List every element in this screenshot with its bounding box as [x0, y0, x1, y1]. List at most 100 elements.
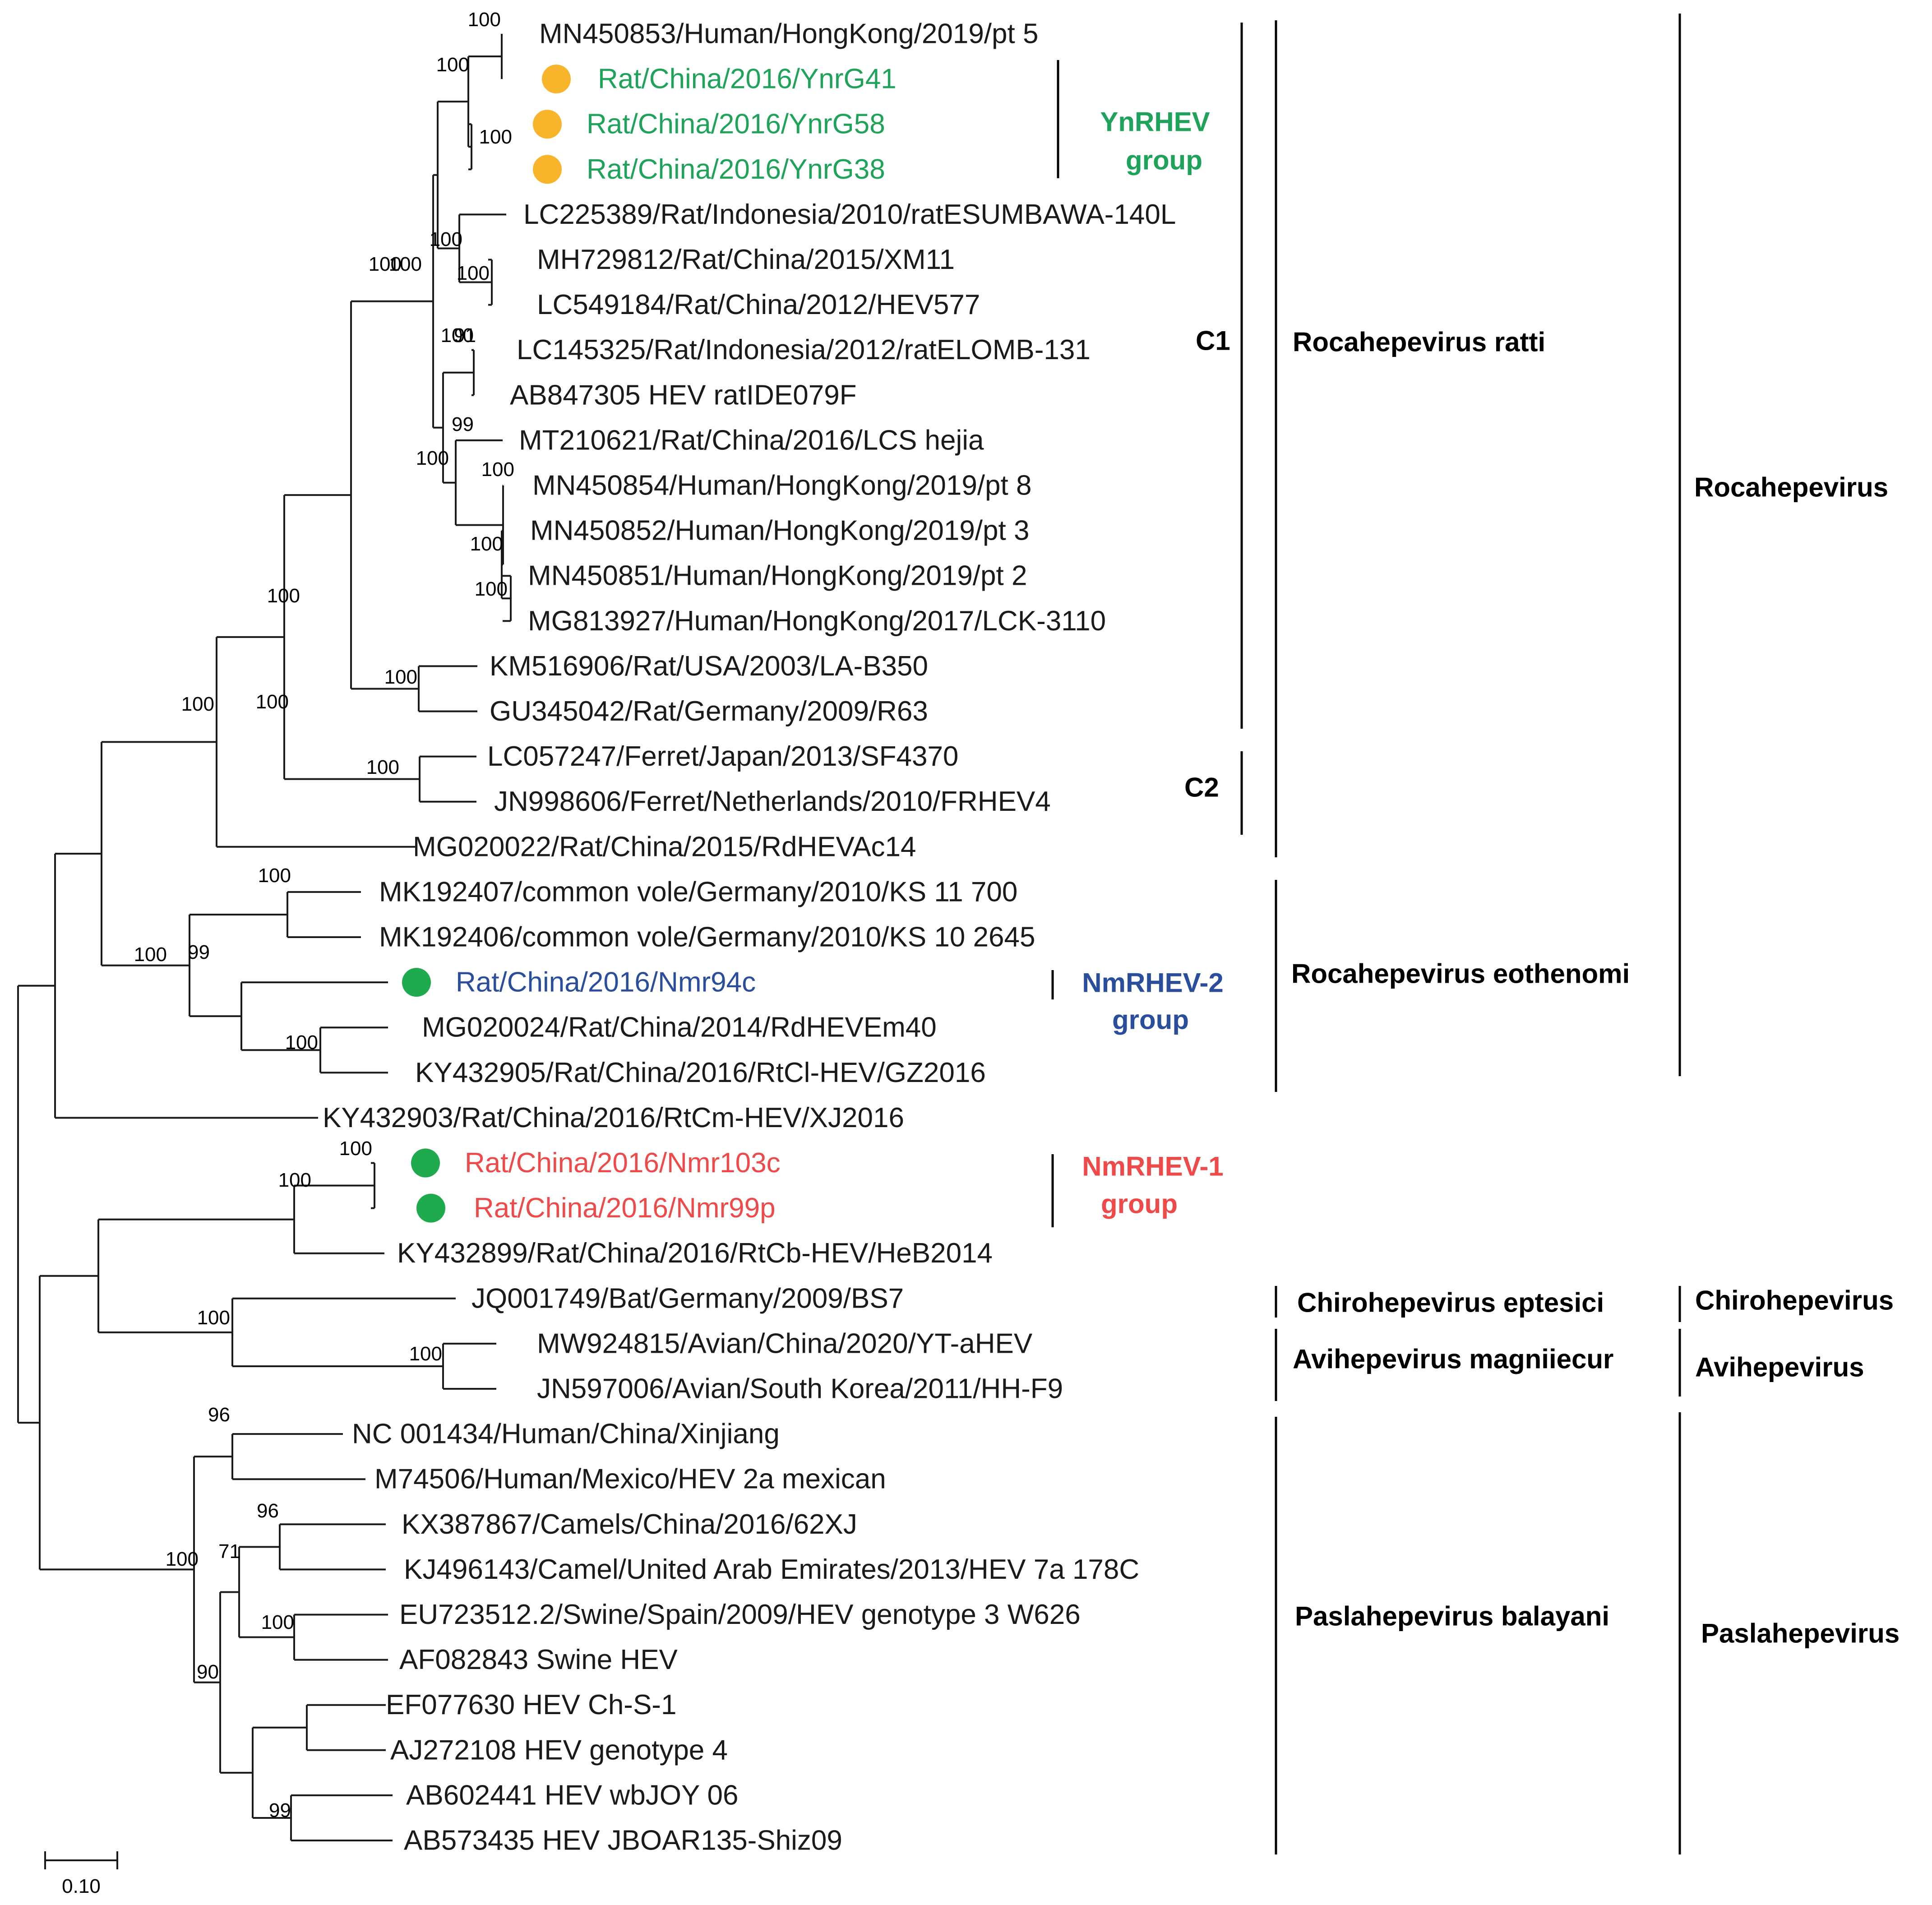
nmrhev2-group-label-1: NmRHEV-2: [1082, 968, 1223, 998]
taxon-label: MK192406/common vole/Germany/2010/KS 10 …: [379, 922, 1035, 953]
genus-avihepevirus-label: Avihepevirus: [1695, 1352, 1864, 1383]
taxon-label: MH729812/Rat/China/2015/XM11: [537, 244, 955, 275]
sample-markers: [402, 65, 571, 1223]
species-eptesici-label: Chirohepevirus eptesici: [1297, 1288, 1604, 1318]
bootstrap-value: 100: [481, 458, 514, 481]
taxon-label: AJ272108 HEV genotype 4: [390, 1734, 728, 1766]
scale-bar: 0.10: [44, 1851, 118, 1897]
bootstrap-value: 100: [441, 324, 474, 347]
bootstrap-value: 100: [278, 1169, 311, 1191]
bootstrap-value: 100: [166, 1548, 199, 1570]
bootstrap-value: 96: [208, 1404, 230, 1426]
taxon-label: MK192407/common vole/Germany/2010/KS 11 …: [379, 876, 1017, 907]
bootstrap-value: 100: [470, 533, 503, 555]
bootstrap-value: 100: [389, 253, 422, 275]
bootstrap-value: 100: [430, 228, 462, 250]
bootstrap-value: 100: [436, 54, 469, 76]
group-brackets: [1051, 14, 1681, 1854]
taxon-label: MT210621/Rat/China/2016/LCS hejia: [519, 425, 984, 456]
taxon-label: LC145325/Rat/Indonesia/2012/ratELOMB-131: [517, 334, 1091, 365]
taxon-label: KY432905/Rat/China/2016/RtCl-HEV/GZ2016: [415, 1057, 986, 1088]
bootstrap-value: 100: [339, 1137, 372, 1160]
taxon-label: GU345042/Rat/Germany/2009/R63: [490, 696, 928, 727]
bootstrap-value: 100: [181, 693, 214, 715]
genus-paslahepevirus-label: Paslahepevirus: [1701, 1618, 1900, 1649]
taxon-label: Rat/China/2016/YnrG41: [598, 64, 897, 95]
bootstrap-value: 100: [258, 865, 291, 887]
bootstrap-value: 100: [409, 1343, 442, 1365]
bootstrap-value: 100: [261, 1611, 294, 1633]
bootstrap-value: 96: [257, 1500, 279, 1522]
bootstrap-values: 1001001001001001001009199100100100100100…: [134, 9, 514, 1822]
taxon-label: NC 001434/Human/China/Xinjiang: [352, 1419, 780, 1450]
species-magniiecur-label: Avihepevirus magniiecur: [1293, 1344, 1613, 1374]
bootstrap-value: 100: [369, 253, 402, 275]
taxon-label: Rat/China/2016/Nmr99p: [474, 1193, 776, 1224]
taxon-label: MN450851/Human/HongKong/2019/pt 2: [528, 560, 1027, 592]
nmrhev1-group-label-2: group: [1101, 1189, 1178, 1219]
taxon-label: AB847305 HEV ratIDE079F: [510, 379, 857, 411]
bootstrap-value: 100: [475, 578, 508, 600]
species-balayani-label: Paslahepevirus balayani: [1295, 1601, 1609, 1632]
bootstrap-value: 100: [197, 1307, 230, 1329]
taxon-label: MG813927/Human/HongKong/2017/LCK-3110: [528, 606, 1106, 637]
taxon-label: AF082843 Swine HEV: [399, 1644, 678, 1675]
bootstrap-value: 100: [416, 447, 449, 469]
bootstrap-value: 100: [134, 943, 167, 966]
bootstrap-value: 100: [267, 585, 300, 607]
scale-bar-label: 0.10: [62, 1875, 101, 1897]
taxon-label: JN998606/Ferret/Netherlands/2010/FRHEV4: [494, 786, 1051, 817]
taxon-labels: MN450853/Human/HongKong/2019/pt 5 Rat/Chi…: [323, 18, 1176, 1856]
genus-rocahepevirus-label: Rocahepevirus: [1694, 472, 1888, 503]
species-eothenomi-label: Rocahepevirus eothenomi: [1291, 959, 1630, 989]
taxon-label: M74506/Human/Mexico/HEV 2a mexican: [374, 1464, 886, 1495]
genus-chirohepevirus-label: Chirohepevirus: [1695, 1285, 1894, 1316]
taxon-label: Rat/China/2016/Nmr94c: [456, 967, 756, 998]
taxon-label: LC225389/Rat/Indonesia/2010/ratESUMBAWA-…: [523, 199, 1176, 230]
taxon-label: LC057247/Ferret/Japan/2013/SF4370: [487, 741, 958, 772]
taxon-label: AB573435 HEV JBOAR135-Shiz09: [404, 1825, 842, 1856]
taxon-label: KX387867/Camels/China/2016/62XJ: [402, 1509, 857, 1540]
taxon-label: MW924815/Avian/China/2020/YT-aHEV: [537, 1328, 1033, 1359]
bootstrap-value: 91: [454, 324, 476, 347]
bootstrap-value: 100: [479, 126, 512, 148]
taxon-label: Rat/China/2016/YnrG58: [587, 109, 885, 140]
bootstrap-value: 99: [452, 413, 474, 435]
taxon-label: MN450854/Human/HongKong/2019/pt 8: [532, 470, 1031, 501]
taxon-label: EU723512.2/Swine/Spain/2009/HEV genotype…: [399, 1599, 1081, 1630]
taxon-label: JQ001749/Bat/Germany/2009/BS7: [471, 1283, 904, 1314]
bootstrap-value: 100: [256, 691, 289, 713]
bootstrap-value: 100: [366, 756, 399, 778]
taxon-label: Rat/China/2016/YnrG38: [587, 154, 885, 185]
taxon-label: Rat/China/2016/Nmr103c: [465, 1147, 781, 1179]
sample-marker-dot: [542, 65, 571, 94]
sample-marker-dot: [416, 1193, 445, 1223]
taxon-label: AB602441 HEV wbJOY 06: [406, 1780, 738, 1811]
bootstrap-value: 100: [457, 262, 490, 284]
ynrhev-group-label-2: group: [1126, 145, 1202, 176]
nmrhev1-group-label-1: NmRHEV-1: [1082, 1151, 1223, 1182]
taxon-label: EF077630 HEV Ch-S-1: [386, 1689, 676, 1720]
taxon-label: KY432899/Rat/China/2016/RtCb-HEV/HeB2014: [397, 1238, 993, 1269]
c2-clade-label: C2: [1184, 772, 1219, 803]
taxon-label: KM516906/Rat/USA/2003/LA-B350: [490, 651, 928, 682]
c1-clade-label: C1: [1196, 326, 1230, 356]
species-ratti-label: Rocahepevirus ratti: [1293, 327, 1545, 357]
bootstrap-value: 99: [269, 1799, 291, 1822]
sample-marker-dot: [411, 1148, 440, 1178]
bootstrap-value: 99: [188, 941, 210, 963]
taxon-label: MG020022/Rat/China/2015/RdHEVAc14: [413, 831, 916, 862]
bootstrap-value: 90: [197, 1661, 219, 1683]
taxon-label: MG020024/Rat/China/2014/RdHEVEm40: [422, 1012, 937, 1043]
taxon-label: KY432903/Rat/China/2016/RtCm-HEV/XJ2016: [323, 1102, 904, 1133]
bootstrap-value: 71: [218, 1540, 240, 1563]
tree-branches: [17, 34, 512, 1841]
sample-marker-dot: [533, 155, 562, 184]
ynrhev-group-label-1: YnRHEV: [1100, 107, 1210, 137]
taxon-label: MN450852/Human/HongKong/2019/pt 3: [530, 515, 1029, 546]
taxon-label: LC549184/Rat/China/2012/HEV577: [537, 289, 980, 320]
taxon-label: JN597006/Avian/South Korea/2011/HH-F9: [537, 1373, 1063, 1405]
bootstrap-value: 100: [384, 666, 417, 688]
taxon-label: MN450853/Human/HongKong/2019/pt 5: [539, 18, 1038, 50]
